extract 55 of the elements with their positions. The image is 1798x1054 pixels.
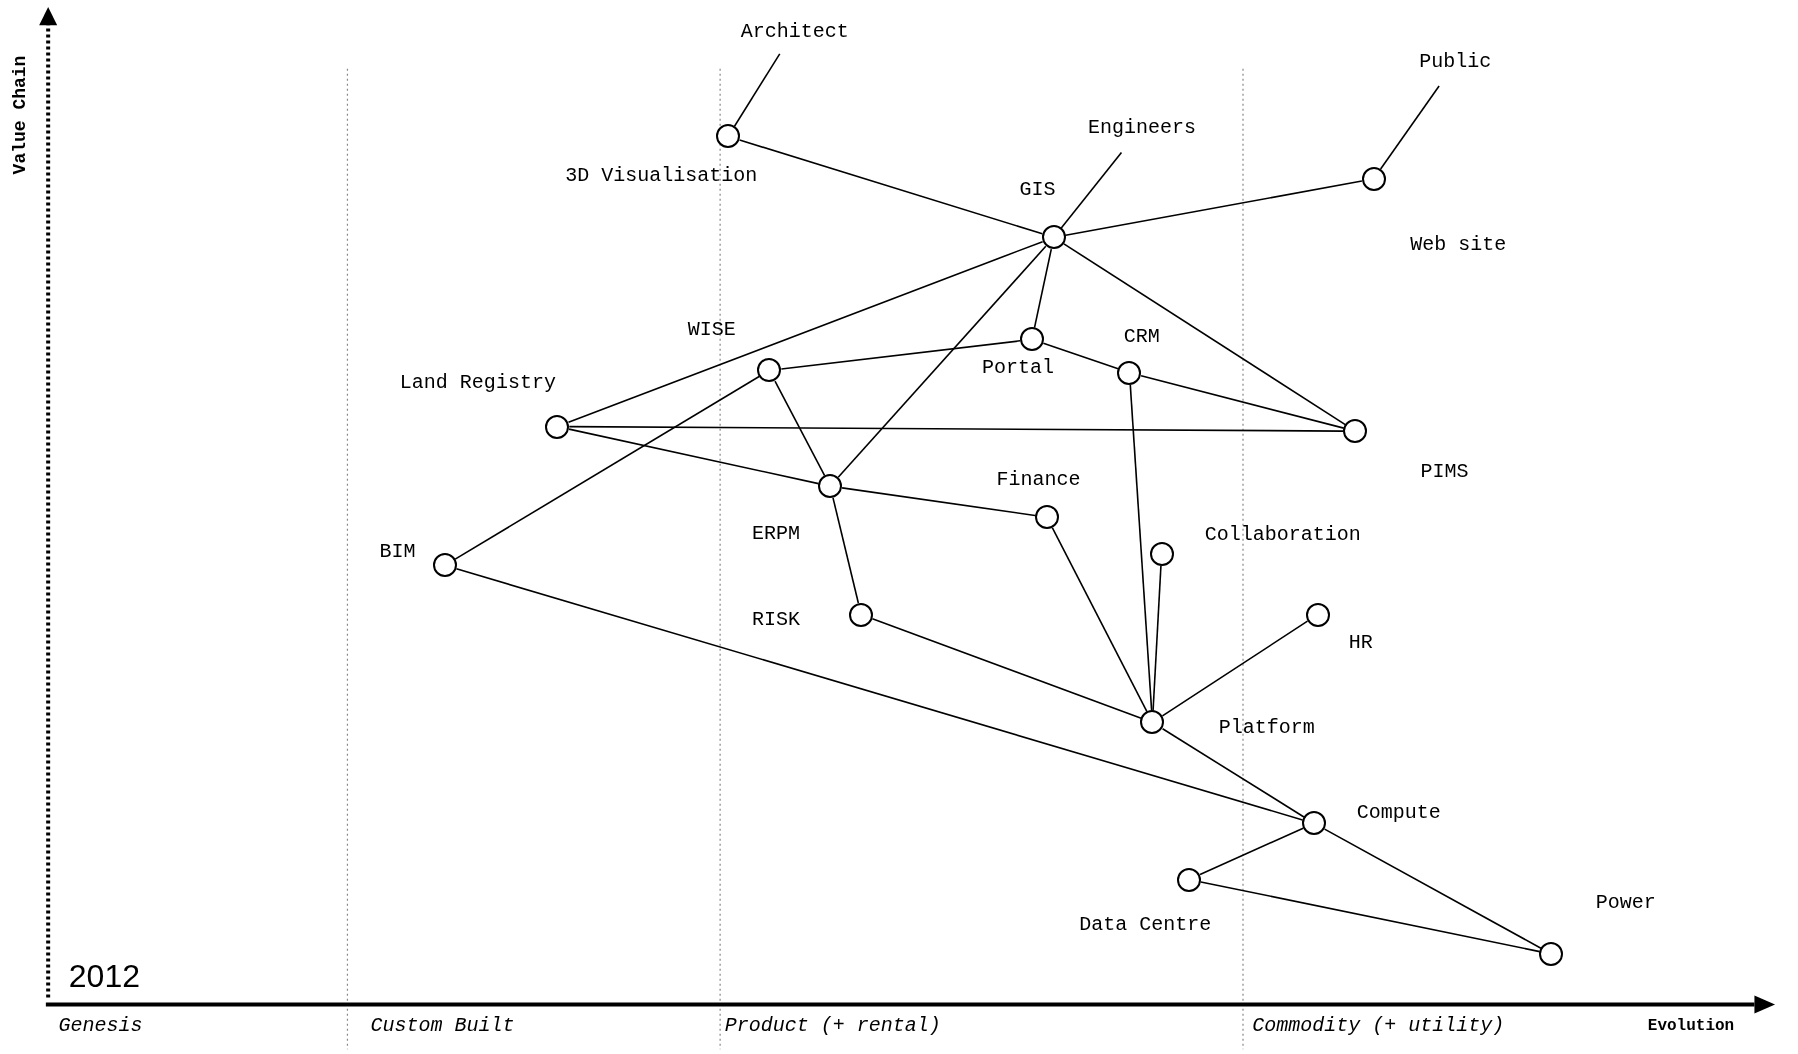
axis-title: Evolution xyxy=(1647,1018,1735,1035)
component-label: Collaboration xyxy=(1204,525,1361,546)
connector-line xyxy=(837,245,1047,479)
component-label: Web site xyxy=(1410,235,1507,256)
connector-line xyxy=(780,340,1021,370)
connector-line xyxy=(568,425,1345,432)
connector-line xyxy=(1060,151,1123,229)
component-label: RISK xyxy=(752,610,800,631)
connector-line xyxy=(871,618,1142,720)
component-label: Land Registry xyxy=(399,372,556,393)
connector-line xyxy=(1161,727,1305,818)
component-label: PIMS xyxy=(1420,462,1469,483)
connector-line xyxy=(1140,374,1345,429)
component-label: CRM xyxy=(1123,326,1160,347)
connector-line xyxy=(1379,85,1440,170)
connector-line xyxy=(568,428,820,485)
connector-line xyxy=(1152,565,1162,712)
stage-label: Product (+ rental) xyxy=(724,1016,941,1037)
component-label: HR xyxy=(1348,632,1373,653)
connector-line xyxy=(1063,243,1347,426)
connector-line xyxy=(1199,827,1304,876)
connector-line xyxy=(733,53,781,128)
connector-line xyxy=(1129,383,1153,712)
user-label: Architect xyxy=(740,22,849,43)
user-label: Engineers xyxy=(1088,118,1197,139)
connector-line xyxy=(1161,620,1309,717)
axis-title: Value Chain xyxy=(11,55,30,175)
stage-label: Genesis xyxy=(58,1016,143,1037)
component-label: 3D Visualisation xyxy=(565,166,758,187)
component-label: Portal xyxy=(981,357,1054,378)
component-label: ERPM xyxy=(752,524,800,545)
connector-line xyxy=(567,240,1044,424)
connector-line xyxy=(1033,248,1053,329)
connector-line xyxy=(738,139,1044,235)
user-label: Public xyxy=(1419,51,1492,72)
component-label: Compute xyxy=(1356,802,1441,823)
year-label: 2012 xyxy=(68,959,140,992)
component-label: Finance xyxy=(996,470,1081,491)
connector-line xyxy=(832,497,860,604)
connector-line xyxy=(1200,881,1541,953)
connector-line xyxy=(1064,180,1363,236)
connector-line xyxy=(1051,527,1148,713)
component-label: WISE xyxy=(687,319,736,340)
connector-line xyxy=(455,567,1304,821)
component-label: Platform xyxy=(1218,717,1315,738)
connector-line xyxy=(774,380,826,477)
connector-line xyxy=(841,487,1036,517)
connector-line xyxy=(1323,828,1542,950)
stage-label: Custom Built xyxy=(370,1016,515,1037)
component-label: Data Centre xyxy=(1079,915,1212,936)
component-label: Power xyxy=(1595,893,1656,914)
component-label: GIS xyxy=(1019,180,1056,201)
connector-line xyxy=(454,375,760,560)
component-label: BIM xyxy=(379,542,416,563)
stage-label: Commodity (+ utility) xyxy=(1252,1016,1505,1037)
